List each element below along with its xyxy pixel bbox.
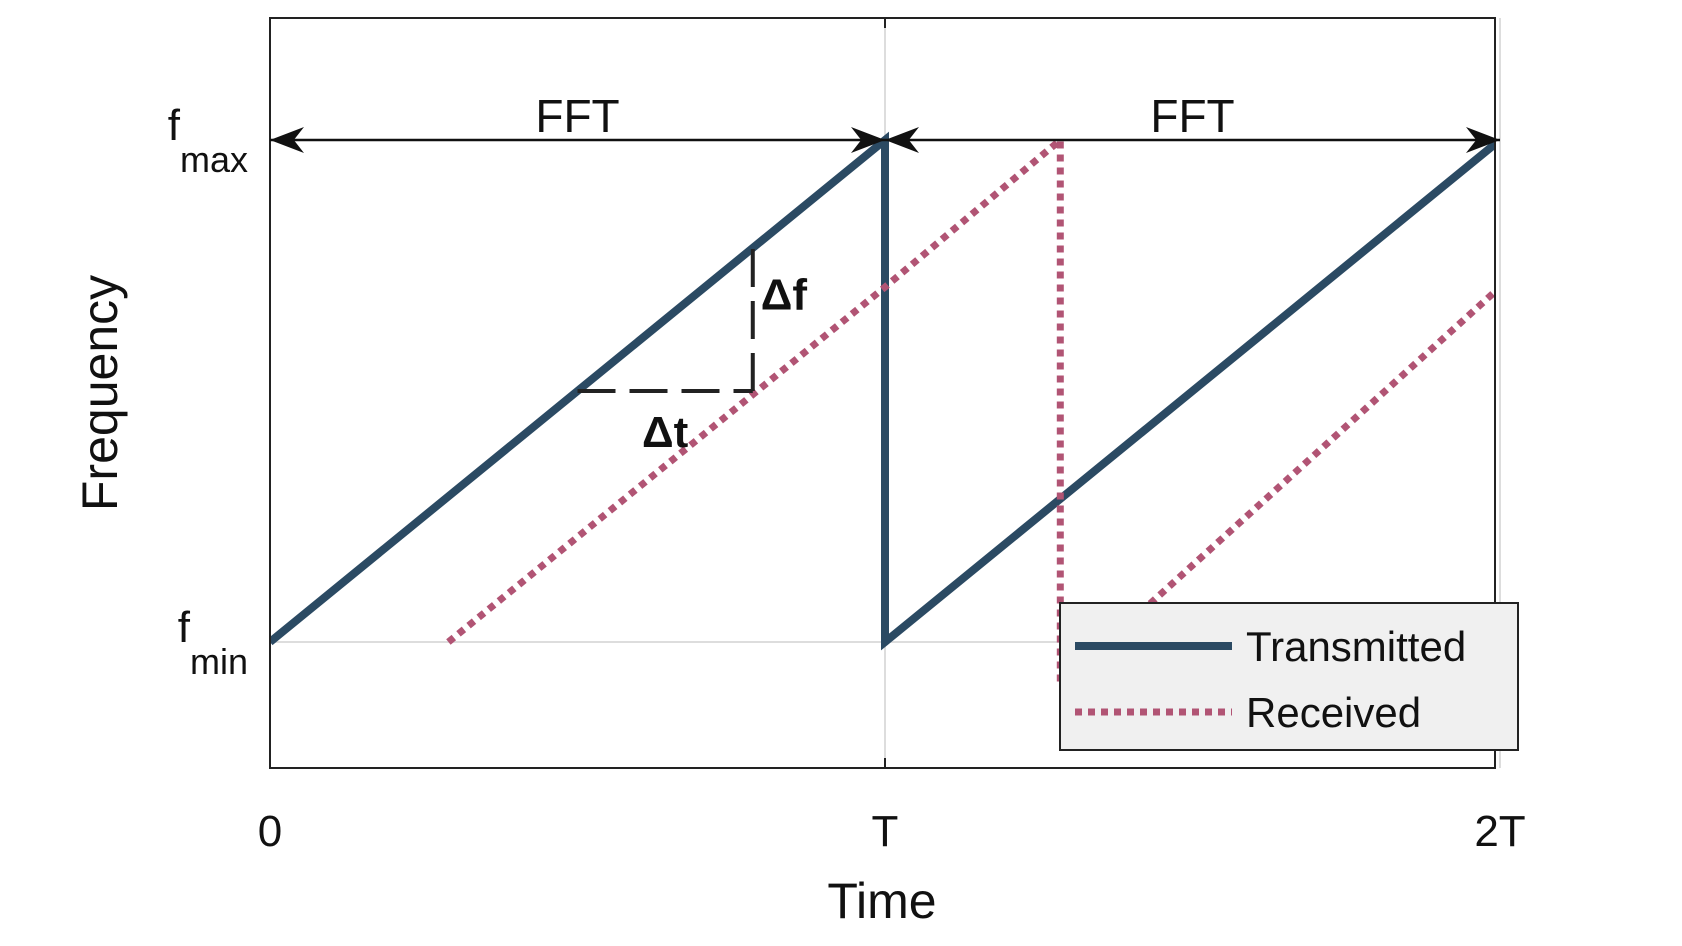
- delta-t-label: Δt: [642, 408, 689, 457]
- x-tick-label: T: [872, 807, 899, 856]
- series-received-line: [446, 132, 1064, 683]
- y-axis-title: Frequency: [72, 275, 128, 511]
- fft-arrow-right: [851, 127, 885, 153]
- series-transmitted-line: [270, 131, 1495, 651]
- legend-box: [1059, 602, 1519, 751]
- x-axis-title: Time: [827, 873, 936, 929]
- x-tick-label: 0: [258, 807, 282, 856]
- y-tick-base: f: [168, 101, 181, 150]
- y-tick-subscript: min: [190, 641, 248, 682]
- series-layer: [270, 131, 1495, 685]
- legend-label-transmitted: Transmitted: [1246, 623, 1466, 670]
- fft-arrow-left: [270, 127, 304, 153]
- y-tick-label: fmin: [178, 603, 248, 682]
- legend-label-received: Received: [1246, 689, 1421, 736]
- annotation-layer: FFT FFT Δt Δf: [270, 90, 1500, 457]
- y-tick-subscript: max: [180, 139, 248, 180]
- plot-frame: [269, 17, 1496, 769]
- fft-arrow-right: [1466, 127, 1500, 153]
- x-tick-label: 2T: [1474, 807, 1525, 856]
- fft-arrow-left: [885, 127, 919, 153]
- fft-label: FFT: [1150, 90, 1234, 142]
- y-tick-base: f: [178, 603, 191, 652]
- fft-label: FFT: [535, 90, 619, 142]
- y-tick-label: fmax: [168, 101, 248, 180]
- delta-f-label: Δf: [761, 270, 808, 319]
